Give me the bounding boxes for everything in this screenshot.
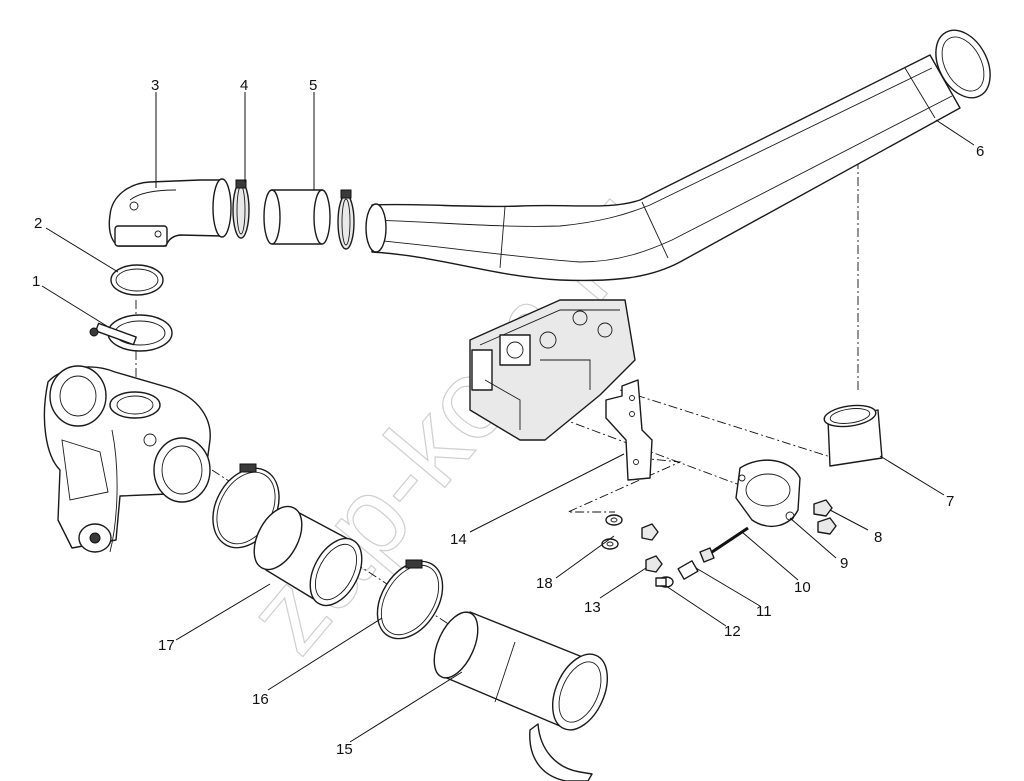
callout-9: 9: [840, 555, 848, 572]
part-8-bolts: [813, 499, 837, 535]
part-9-saddle-clamp: [735, 459, 801, 528]
part-5-sleeve: [263, 189, 331, 245]
callout-1: 1: [32, 273, 40, 290]
callout-6: 6: [976, 143, 984, 160]
callout-labels: 1 2 3 4 5 6 7 8 9 10 11 12 13 14 15 16 1…: [32, 77, 984, 758]
callout-7: 7: [946, 493, 954, 510]
part-7-short-sleeve: [823, 404, 883, 467]
part-10-rod: [699, 526, 749, 563]
leader-lines: [41, 92, 975, 743]
callout-3: 3: [151, 77, 159, 94]
pipe-clamp: [337, 189, 355, 250]
part-12-pin: [655, 576, 674, 588]
part-11-nut: [677, 560, 699, 580]
part-15-outlet-pipe: [433, 611, 609, 781]
callout-17: 17: [158, 637, 175, 654]
callout-10: 10: [794, 579, 811, 596]
callout-14: 14: [450, 531, 467, 548]
callout-13: 13: [584, 599, 601, 616]
part-2-gasket: [110, 264, 164, 296]
callout-11: 11: [756, 603, 772, 620]
callout-8: 8: [874, 529, 882, 546]
part-14-bracket: [605, 379, 653, 481]
part-1-vband-clamp: [89, 314, 173, 352]
callout-4: 4: [240, 77, 248, 94]
callout-5: 5: [309, 77, 317, 94]
callout-18: 18: [536, 575, 553, 592]
callout-12: 12: [724, 623, 741, 640]
part-18-washers: [601, 514, 623, 550]
part-16-band-clamp: [376, 559, 444, 640]
exhaust-manifold-block: [469, 299, 636, 441]
turbocharger: [43, 365, 211, 553]
callout-16: 16: [252, 691, 269, 708]
part-4-clamp: [232, 179, 250, 239]
callout-15: 15: [336, 741, 353, 758]
callout-2: 2: [34, 215, 42, 232]
part-3-elbow: [108, 178, 232, 247]
part-13-bolts: [641, 523, 663, 573]
intermediate-sleeve: [253, 505, 363, 607]
part-6-exhaust-pipe: [365, 29, 991, 282]
